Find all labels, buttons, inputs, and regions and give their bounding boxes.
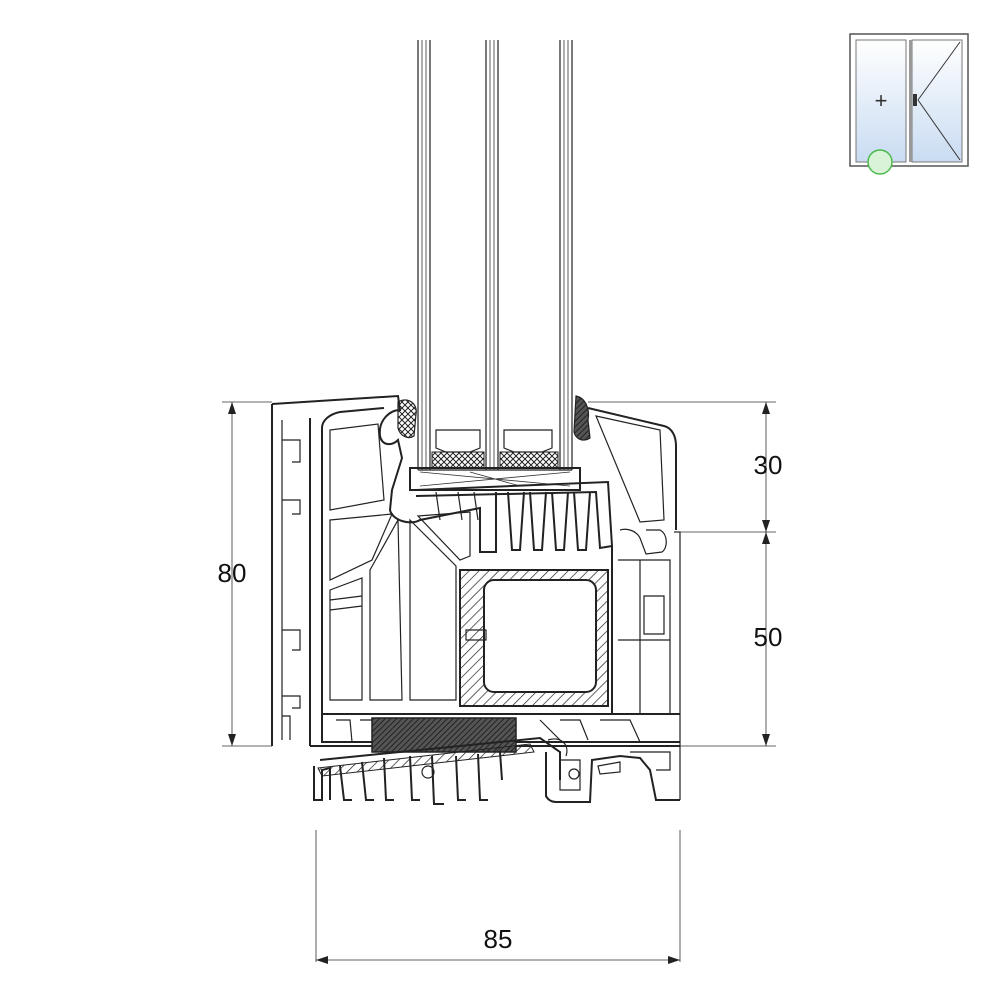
- lower-height-label: 50: [754, 622, 783, 652]
- window-type-thumbnail: +: [849, 33, 969, 175]
- glazing-block: [409, 467, 614, 551]
- section-marker-icon: [867, 149, 893, 175]
- frame-sill: [310, 717, 680, 805]
- handle-icon: [913, 94, 917, 106]
- dimension-lower-height: 50: [680, 532, 783, 747]
- frame-outer-chambers: [271, 404, 301, 746]
- glazing-unit: [417, 40, 573, 471]
- upper-height-label: 30: [754, 450, 783, 480]
- glazing-gasket-left: [397, 399, 417, 439]
- steel-reinforcement: [459, 569, 609, 707]
- width-label: 85: [484, 924, 513, 954]
- glazing-gasket-right: [573, 395, 591, 441]
- dimension-upper-height: 30: [588, 401, 783, 533]
- fixed-pane-symbol: +: [875, 88, 888, 113]
- dimension-width: 85: [315, 830, 681, 964]
- overall-height-label: 80: [218, 558, 247, 588]
- dimension-overall-height: 80: [218, 401, 272, 747]
